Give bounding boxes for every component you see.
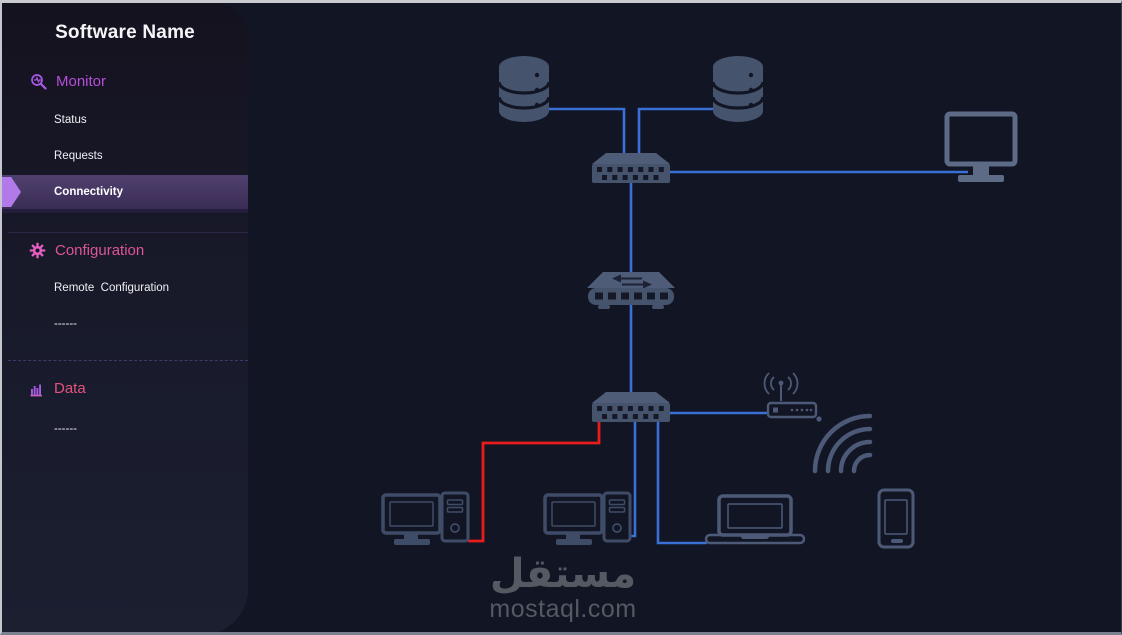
section-divider	[8, 232, 248, 233]
core-switch[interactable]	[592, 153, 670, 183]
sidebar-item-status[interactable]: Status	[54, 114, 87, 126]
sidebar-item-data-placeholder[interactable]: ------	[54, 423, 77, 435]
sidebar-section-monitor[interactable]: Monitor	[30, 73, 106, 90]
sidebar-item-connectivity-label: Connectivity	[54, 186, 124, 198]
wifi-signal-icon	[812, 413, 873, 474]
cable-db2-coreswitch	[637, 107, 713, 163]
middle-router[interactable]	[587, 272, 675, 309]
sidebar-section-data[interactable]: Data	[29, 380, 86, 397]
section-divider-dashed	[8, 360, 248, 361]
cable-accessswitch-pc2	[630, 421, 637, 538]
sidebar-item-requests[interactable]: Requests	[54, 150, 103, 162]
pc-1[interactable]	[381, 491, 470, 547]
section-label-monitor: Monitor	[56, 73, 107, 90]
database-2[interactable]	[711, 54, 765, 124]
sidebar-item-config-placeholder[interactable]: ------	[54, 318, 77, 330]
pc-2[interactable]	[543, 491, 632, 547]
app-title: Software Name	[55, 22, 195, 43]
laptop[interactable]	[704, 494, 806, 545]
database-1[interactable]	[497, 54, 551, 124]
network-topology-diagram	[381, 54, 1018, 549]
active-item-arrow-icon	[2, 177, 21, 207]
sidebar-item-connectivity[interactable]: Connectivity	[2, 175, 248, 213]
phone[interactable]	[877, 488, 915, 549]
cable-db1-coreswitch	[549, 107, 626, 163]
bar-chart-icon	[30, 384, 42, 396]
cable-accessswitch-laptop	[656, 421, 707, 545]
gear-icon	[29, 242, 46, 259]
access-switch[interactable]	[592, 392, 670, 422]
cables	[468, 107, 968, 545]
sidebar-section-configuration[interactable]: Configuration	[29, 242, 144, 259]
admin-monitor[interactable]	[944, 111, 1018, 182]
cable-accessswitch-pc1-alert	[468, 421, 601, 543]
sidebar: Software Name Monitor Status Requests Co…	[2, 3, 248, 632]
magnifier-pulse-icon	[31, 74, 47, 90]
sidebar-item-remote-configuration[interactable]: Remote Configuration	[54, 282, 170, 294]
wireless-router[interactable]	[763, 372, 822, 422]
section-label-configuration: Configuration	[55, 242, 145, 259]
section-label-data: Data	[54, 380, 86, 397]
